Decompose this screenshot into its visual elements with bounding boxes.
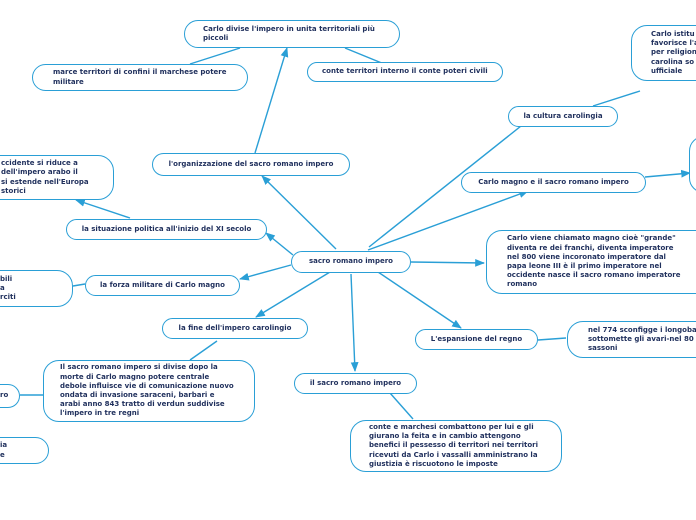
node-forza-militare[interactable]: la forza militare di Carlo magno: [85, 275, 240, 296]
link-root-fine: [255, 271, 331, 318]
link-cultura-detail: [592, 90, 641, 107]
link-situazione-occidente: [75, 199, 131, 219]
link-fine-divisione: [189, 340, 218, 361]
node-conti-marchesi[interactable]: conte e marchesi combattono per lui e gl…: [350, 420, 562, 472]
link-sacro-conti: [389, 392, 414, 420]
link-forza-detail: [72, 283, 86, 287]
node-right-edge[interactable]: [689, 136, 696, 193]
node-small-ro[interactable]: ro: [0, 384, 20, 408]
link-carlo-divise-contee: [344, 47, 385, 65]
node-carlo-magno-detail[interactable]: Carlo viene chiamato magno cioè "grande"…: [486, 230, 696, 294]
node-cultura-detail[interactable]: Carlo istitu favorisce l'a per religion …: [631, 25, 696, 81]
node-cultura[interactable]: la cultura carolingia: [508, 106, 618, 127]
link-root-forza: [239, 264, 292, 281]
node-divisione[interactable]: Il sacro romano impero si divise dopo la…: [43, 360, 255, 422]
node-espansione[interactable]: L'espansione del regno: [415, 329, 538, 350]
node-small-ia[interactable]: ia e: [0, 437, 49, 464]
link-root-carlo-magno: [367, 190, 529, 251]
link-organizzazione-carlo-divise: [254, 47, 289, 154]
node-forza-detail[interactable]: bili a rciti: [0, 270, 73, 307]
link-root-carlo-detail: [410, 258, 485, 267]
node-carlo-divise[interactable]: Carlo divise l'impero in unita territori…: [184, 20, 400, 48]
link-carlo-divise-marche: [189, 47, 241, 65]
link-root-situazione: [265, 232, 294, 256]
node-contee[interactable]: conte territori interno il conte poteri …: [307, 62, 503, 82]
node-situazione-politica[interactable]: la situazione politica all'inizio del XI…: [66, 219, 267, 240]
node-sacro-romano-impero[interactable]: il sacro romano impero: [294, 373, 417, 394]
node-marche[interactable]: marce territori di confini il marchese p…: [32, 64, 248, 91]
link-root-sacro: [350, 273, 359, 372]
root-topic[interactable]: sacro romano impero: [291, 251, 411, 273]
link-root-cultura: [368, 125, 522, 248]
link-root-espansione: [377, 271, 462, 329]
node-organizzazione[interactable]: l'organizzazione del sacro romano impero: [152, 153, 350, 176]
link-carlo-magno-right: [644, 169, 691, 178]
node-espansione-detail[interactable]: nel 774 sconfigge i longoba sottomette g…: [567, 321, 696, 358]
node-occidente[interactable]: ccidente si riduce a dell'impero arabo i…: [0, 155, 114, 200]
node-fine-impero[interactable]: la fine dell'impero carolingio: [162, 318, 308, 339]
link-espansione-detail: [537, 337, 567, 341]
link-root-organizzazione: [261, 175, 337, 250]
node-carlo-magno-sri[interactable]: Carlo magno e il sacro romano impero: [461, 172, 646, 193]
